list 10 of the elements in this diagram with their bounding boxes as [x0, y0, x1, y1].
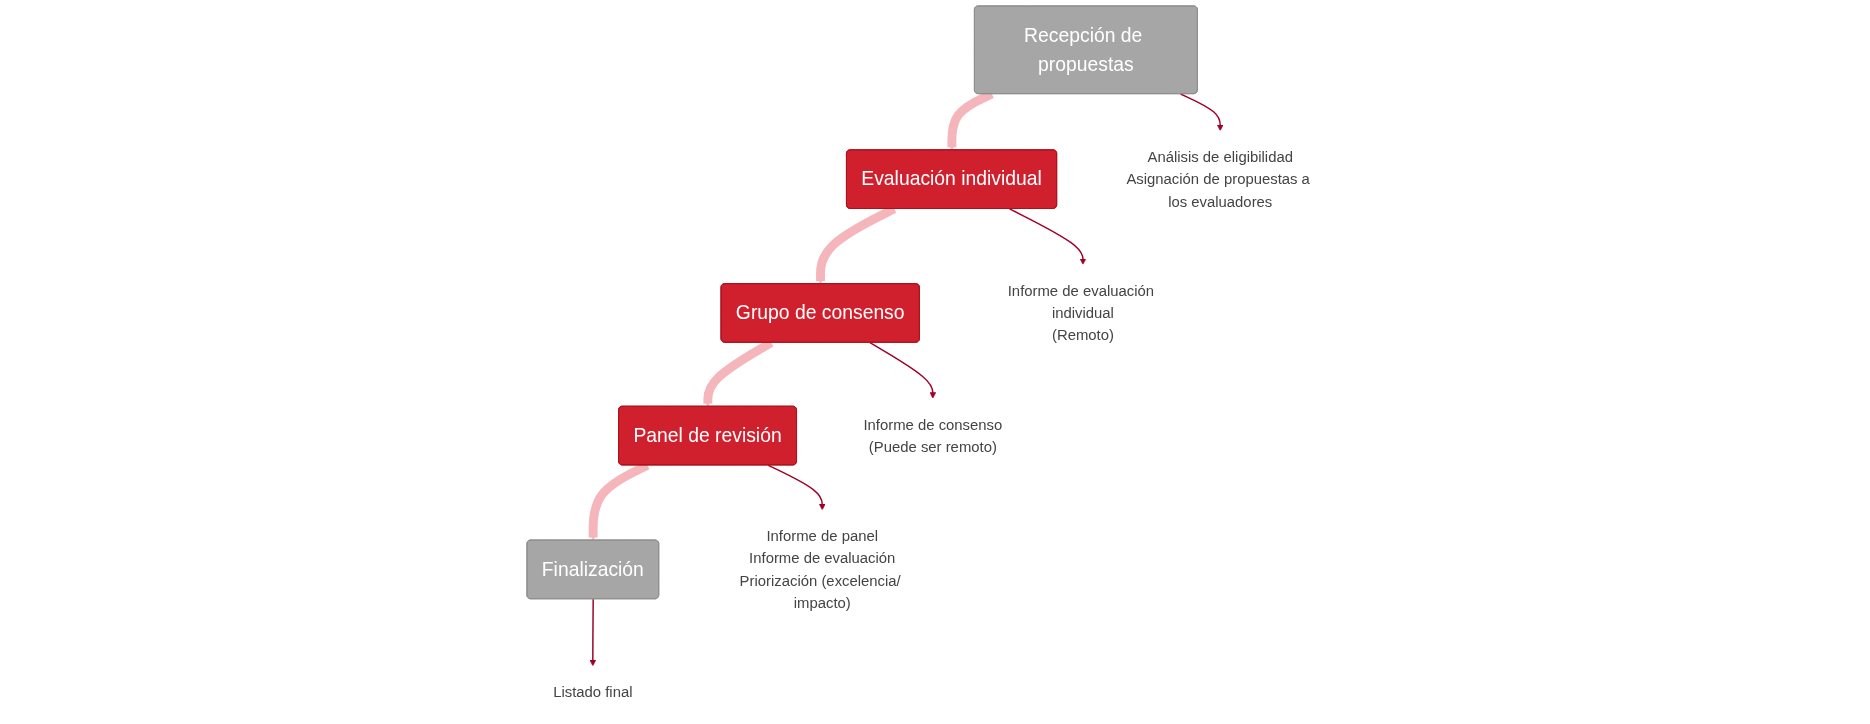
arrow	[589, 598, 597, 667]
arrow	[767, 464, 826, 511]
arrow	[869, 341, 937, 399]
node-text: Informe de consenso (Puede ser remoto)	[863, 416, 1003, 455]
node-text: Análisis de eligibilidad Asignación de propuestas a los evaluadores	[1126, 148, 1310, 210]
node-text: Informe de panel Informe de evaluación Priorización (excelencia/ impacto)	[739, 527, 901, 612]
arrow	[1179, 93, 1224, 132]
node-text: Informe de evaluación individual (Remoto)	[1007, 282, 1155, 344]
node-text: Listado final	[553, 683, 633, 701]
arrow	[1008, 208, 1087, 265]
